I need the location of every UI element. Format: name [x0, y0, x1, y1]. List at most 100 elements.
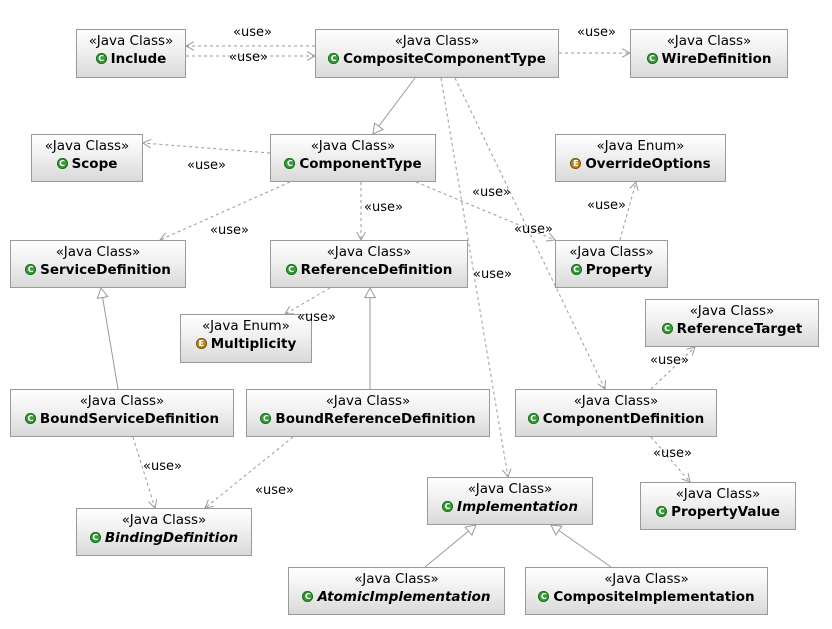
stereotype-label: «Java Class»	[55, 244, 141, 260]
stereotype-label: «Java Class»	[689, 303, 775, 319]
use-label: «use»	[473, 267, 512, 282]
stereotype-label: «Java Class»	[666, 33, 752, 49]
generalization-line-composite-component-type-to-component-type	[372, 77, 416, 135]
use-line-bound-reference-definition-to-binding-definition	[204, 436, 294, 509]
type-name: Multiplicity	[210, 336, 297, 352]
type-name: CompositeImplementation	[553, 589, 755, 605]
use-label: «use»	[472, 185, 511, 200]
stereotype-label: «Java Class»	[121, 512, 207, 528]
type-name: PropertyValue	[671, 504, 780, 520]
type-name: Scope	[71, 156, 118, 172]
type-name: Include	[110, 51, 167, 67]
dependency-arrowhead	[184, 41, 195, 51]
generalization-line-composite-implementation-to-implementation	[550, 524, 612, 568]
stereotype-label: «Java Class»	[467, 481, 553, 497]
class-icon: C	[570, 263, 582, 275]
type-name: BoundReferenceDefinition	[275, 411, 476, 427]
stereotype-label: «Java Class»	[44, 138, 130, 154]
stereotype-label: «Java Class»	[354, 571, 439, 587]
use-label: «use»	[255, 483, 294, 498]
class-icon: C	[656, 505, 668, 517]
type-name: BoundServiceDefinition	[39, 411, 220, 427]
type-name: OverrideOptions	[585, 156, 711, 172]
use-label: «use»	[229, 50, 268, 65]
use-label: «use»	[143, 459, 182, 474]
use-label: «use»	[233, 25, 272, 40]
generalization-arrowhead	[550, 524, 563, 536]
generalization-arrowhead	[464, 524, 477, 537]
stereotype-label: «Java Class»	[326, 244, 412, 260]
type-name: CompositeComponentType	[343, 51, 546, 67]
use-label: «use»	[587, 198, 626, 213]
dependency-arrowhead	[686, 346, 696, 356]
use-label: «use»	[514, 222, 553, 237]
use-label: «use»	[653, 446, 692, 461]
use-line-composite-component-type-to-implementation	[440, 77, 509, 478]
class-icon: C	[285, 263, 297, 275]
class-icon: C	[442, 500, 454, 512]
stereotype-label: «Java Class»	[675, 486, 761, 502]
class-icon: C	[56, 157, 68, 169]
stereotype-label: «Java Class»	[88, 33, 174, 49]
use-label: «use»	[187, 158, 226, 173]
stereotype-label: «Java Class»	[394, 33, 480, 49]
class-icon: C	[661, 322, 673, 334]
use-line-bound-service-definition-to-binding-definition	[132, 436, 156, 509]
class-icon: C	[284, 157, 296, 169]
stereotype-label: «Java Enum»	[202, 318, 290, 334]
use-label: «use»	[650, 353, 689, 368]
dependency-arrowhead	[204, 499, 214, 509]
class-icon: C	[328, 52, 340, 64]
type-name: BindingDefinition	[104, 530, 239, 546]
type-name: Property	[585, 262, 653, 278]
stereotype-label: «Java Class»	[79, 393, 165, 409]
class-icon: C	[538, 590, 550, 602]
use-line-component-definition-to-reference-target	[650, 346, 696, 390]
type-name: ComponentType	[299, 156, 422, 172]
stereotype-label: «Java Class»	[573, 393, 659, 409]
use-line-component-definition-to-property-value	[650, 436, 691, 483]
use-line-component-type-to-scope	[142, 142, 271, 154]
type-name: AtomicImplementation	[317, 589, 491, 605]
enum-icon: E	[570, 157, 582, 169]
stereotype-label: «Java Class»	[569, 244, 654, 260]
type-name: ReferenceTarget	[676, 321, 803, 337]
generalization-arrowhead	[363, 286, 377, 299]
stereotype-label: «Java Class»	[325, 393, 411, 409]
type-name: ComponentDefinition	[542, 411, 705, 427]
generalization-line-bound-service-definition-to-service-definition	[100, 287, 119, 390]
class-icon: C	[646, 52, 658, 64]
